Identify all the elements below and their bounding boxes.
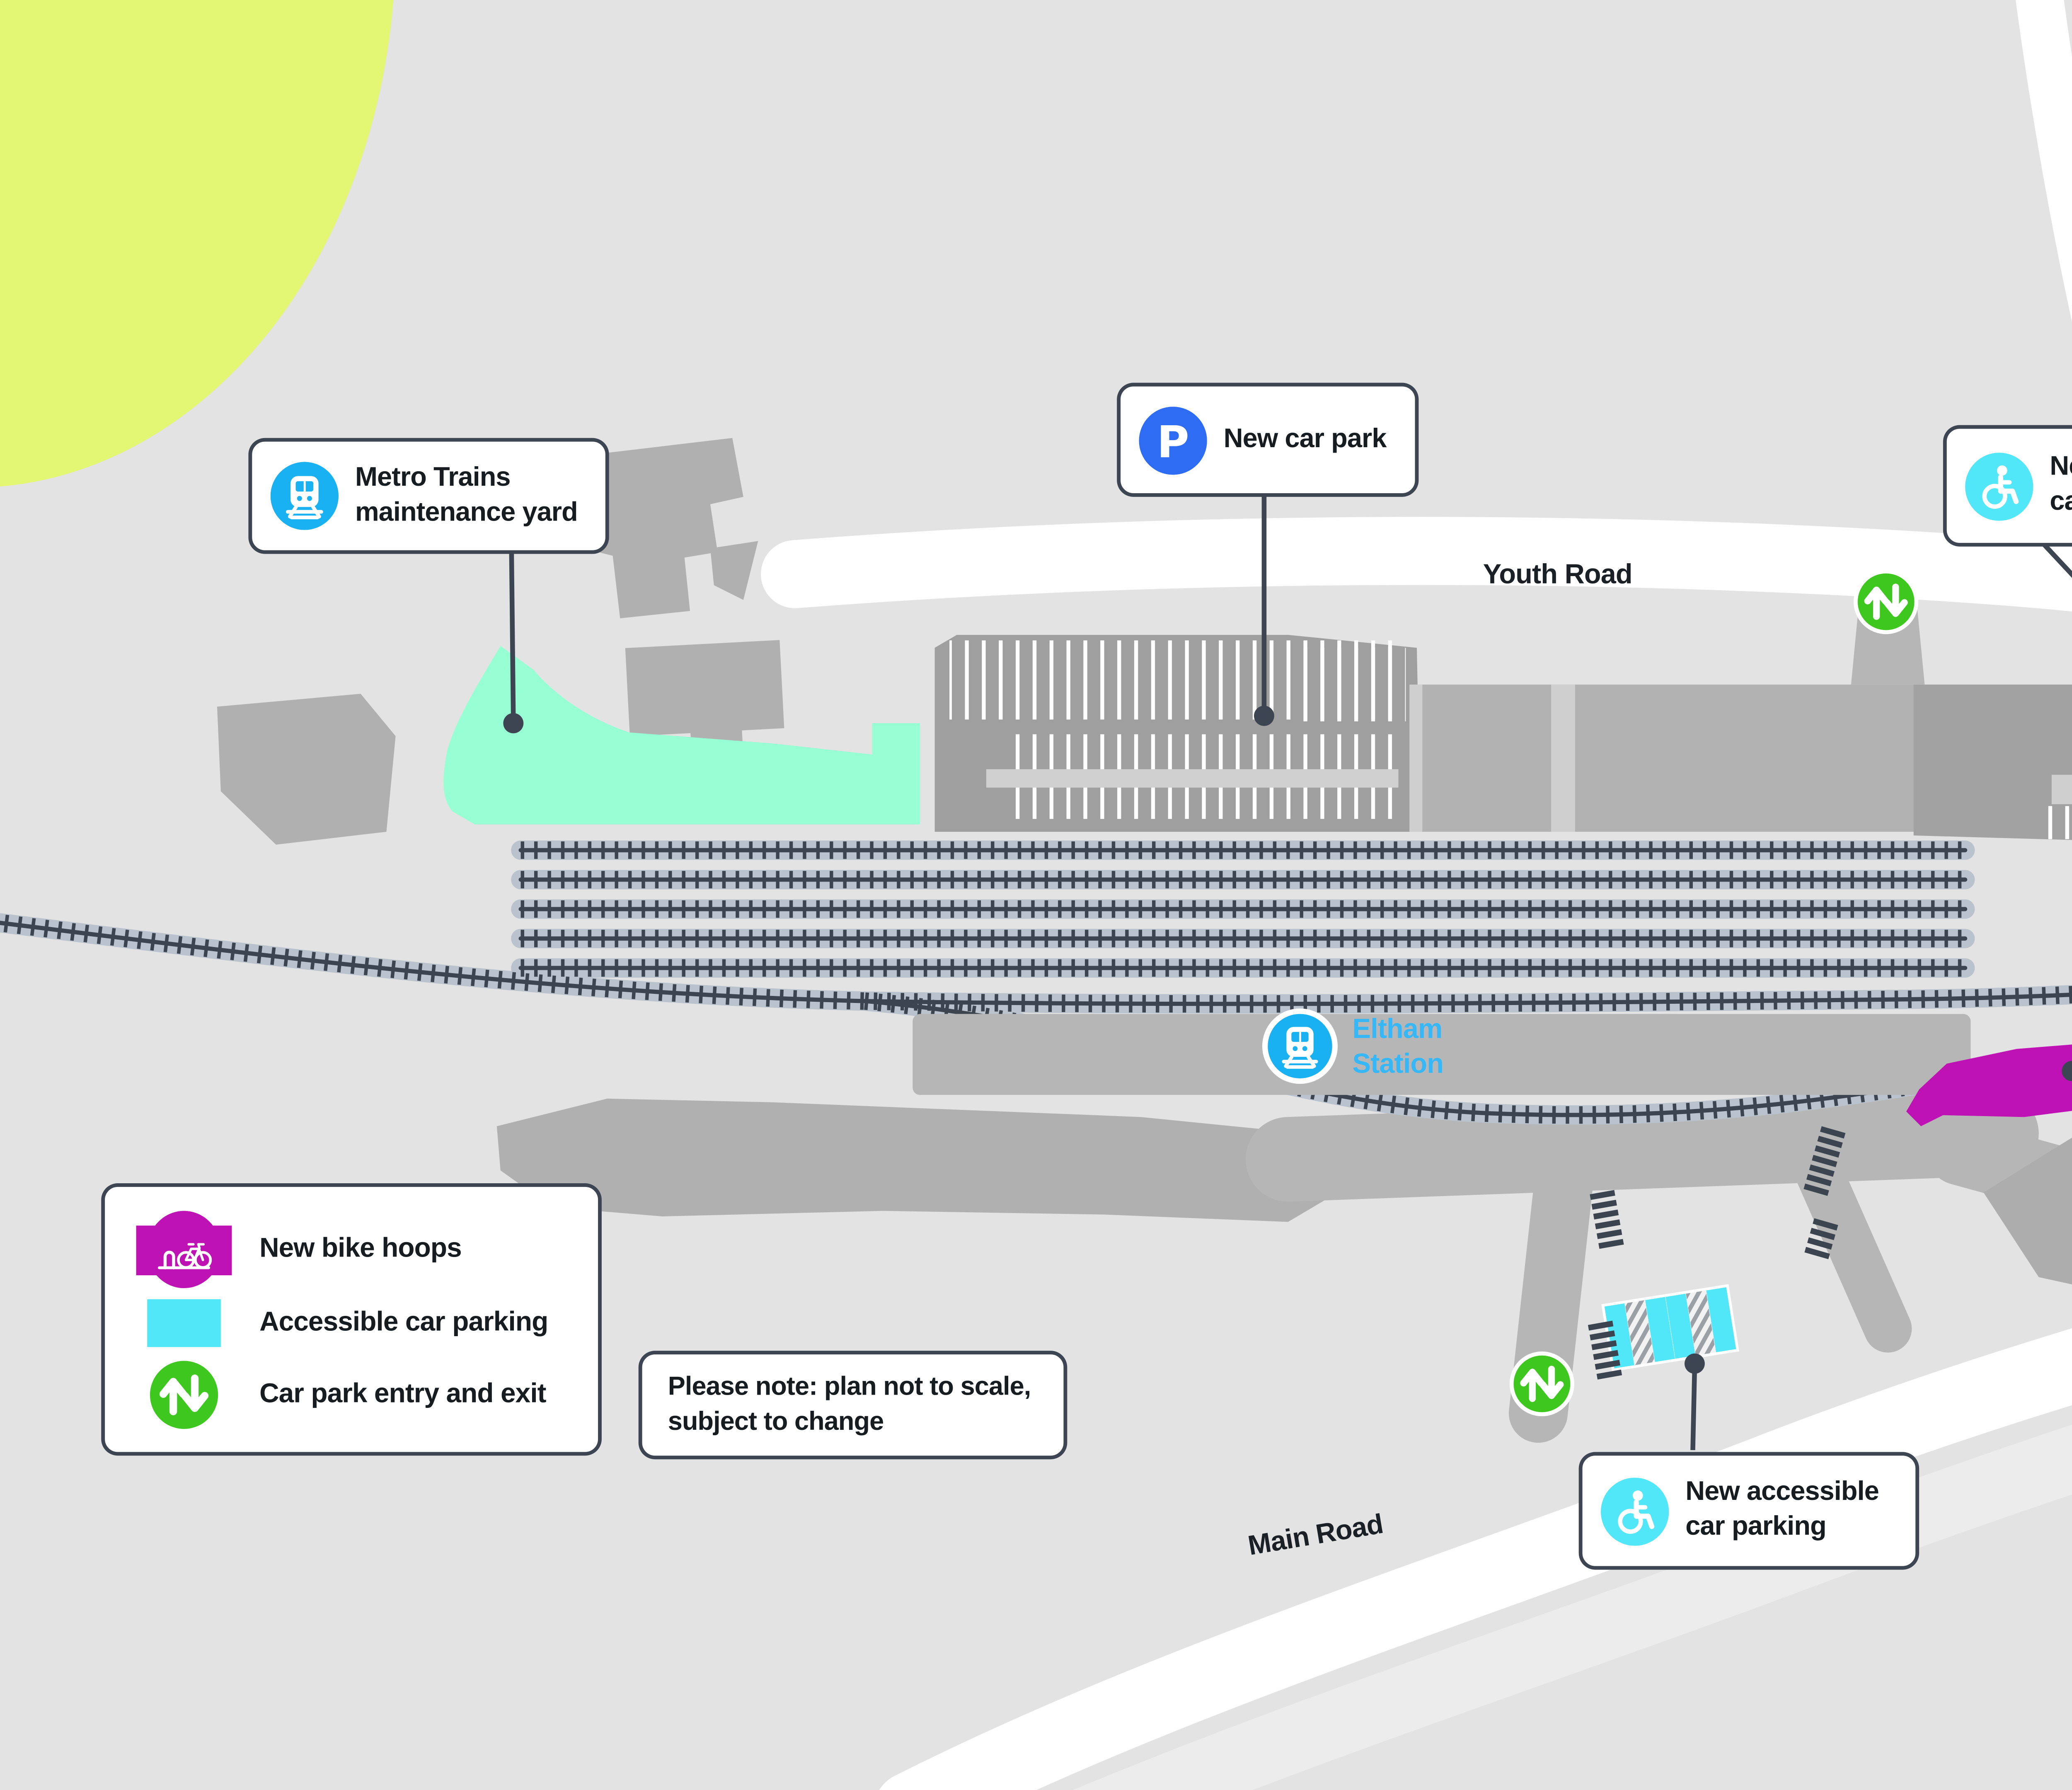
wheelchair-icon bbox=[1600, 1477, 1669, 1545]
callout-new-car-park-north: P New car park bbox=[1117, 383, 1419, 497]
leader-dots bbox=[503, 705, 2072, 1374]
bike-hoops-icon bbox=[131, 1208, 237, 1289]
note-box: Please note: plan not to scale, subject … bbox=[638, 1351, 1067, 1460]
note-text: subject to change bbox=[668, 1407, 884, 1436]
legend-label: New bike hoops bbox=[259, 1234, 462, 1264]
pedestrian-crossings bbox=[1588, 1126, 1846, 1380]
parking-icon: P bbox=[1139, 406, 1207, 474]
entry-exit-icon bbox=[1509, 1351, 1575, 1417]
callout-text: New car park bbox=[1223, 424, 1387, 454]
callout-text: car parking bbox=[1685, 1512, 1826, 1542]
station-platform bbox=[913, 1014, 1971, 1095]
entry-exit-icon bbox=[131, 1357, 237, 1431]
train-icon bbox=[1262, 1008, 1338, 1084]
legend-item-entry-exit: Car park entry and exit bbox=[131, 1357, 572, 1431]
leader-lines bbox=[509, 495, 2072, 1451]
car-park-area bbox=[934, 635, 2072, 840]
station-name-line2: Station bbox=[1352, 1048, 1444, 1080]
callout-text: New accessible bbox=[2050, 453, 2072, 482]
bike-hoops-areas bbox=[1906, 1044, 2072, 1126]
note-text: Please note: plan not to scale, bbox=[668, 1372, 1031, 1402]
south-buildings-row bbox=[496, 1098, 1369, 1222]
wheelchair-icon bbox=[1965, 452, 2033, 520]
main-road-verge bbox=[1072, 1424, 2072, 1790]
callout-maintenance-yard: Metro Trains maintenance yard bbox=[248, 438, 609, 554]
southeast-building bbox=[1983, 1137, 2072, 1285]
youth-road bbox=[761, 517, 2072, 612]
callout-text: New accessible bbox=[1685, 1478, 1879, 1507]
station-label: Eltham Station bbox=[1262, 1008, 1444, 1084]
callout-text: car parking bbox=[2050, 487, 2072, 517]
south-plaza bbox=[496, 1091, 2072, 1443]
legend: New bike hoops Accessible car parking Ca… bbox=[101, 1183, 602, 1456]
train-icon bbox=[270, 462, 339, 530]
callout-accessible-south: New accessible car parking bbox=[1578, 1452, 1920, 1570]
station-name-line1: Eltham bbox=[1352, 1013, 1443, 1044]
youth-road-label: Youth Road bbox=[1483, 559, 1633, 591]
accessible-bays-south bbox=[1601, 1284, 1739, 1372]
legend-label: Car park entry and exit bbox=[259, 1379, 547, 1409]
accessible-parking-swatch bbox=[131, 1299, 237, 1347]
parking-letter: P bbox=[1157, 416, 1189, 467]
callout-accessible-north: New accessible car parking bbox=[1943, 425, 2072, 547]
callout-text: Metro Trains bbox=[355, 463, 511, 492]
lime-highlight-blob bbox=[0, 0, 394, 487]
maintenance-yard-area bbox=[443, 646, 920, 825]
legend-item-accessible-parking: Accessible car parking bbox=[131, 1299, 572, 1347]
entry-exit-icon bbox=[1854, 569, 1919, 635]
north-diagonal-road bbox=[2016, 0, 2072, 322]
legend-label: Accessible car parking bbox=[259, 1308, 548, 1338]
legend-item-bike-hoops: New bike hoops bbox=[131, 1208, 572, 1289]
callout-text: maintenance yard bbox=[355, 498, 578, 528]
